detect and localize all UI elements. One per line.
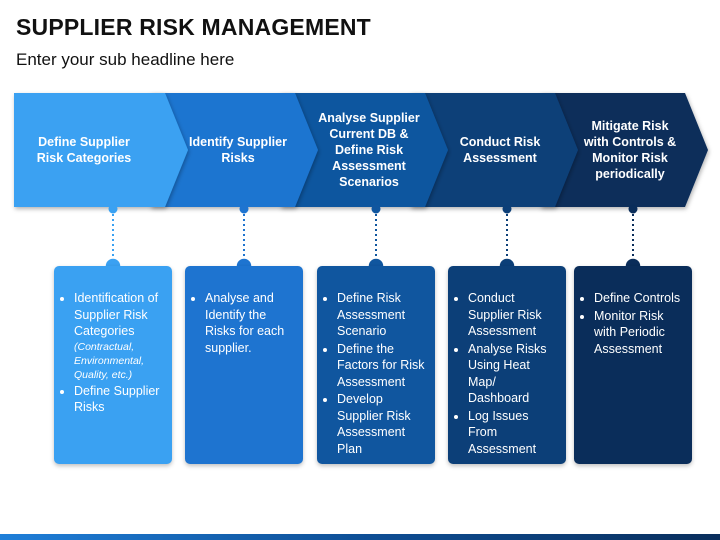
- detail-item: Define Controls: [594, 290, 684, 307]
- detail-item: Define Risk Assessment Scenario: [337, 290, 427, 340]
- chevron-step-3: [280, 93, 448, 207]
- chevron-step-1: [14, 93, 188, 207]
- step-4-label: Conduct Risk Assessment: [459, 135, 541, 165]
- step-1-label: Define Supplier Risk Categories: [36, 135, 132, 165]
- connector-1: [104, 204, 122, 275]
- connector-5: [624, 204, 642, 275]
- detail-item: Identification of Supplier Risk Categori…: [74, 290, 164, 382]
- step-5-detail-box: Define Controls Monitor Risk with Period…: [574, 266, 692, 464]
- step-3-detail-box: Define Risk Assessment Scenario Define t…: [317, 266, 435, 464]
- chevron-step-4: [410, 93, 578, 207]
- detail-item: Monitor Risk with Periodic Assessment: [594, 308, 684, 358]
- step-4-detail-box: Conduct Supplier Risk Assessment Analyse…: [448, 266, 566, 464]
- chevron-step-5: [540, 93, 708, 207]
- detail-item: Analyse and Identify the Risks for each …: [205, 290, 295, 356]
- page-title: SUPPLIER RISK MANAGEMENT: [16, 14, 371, 40]
- process-chevrons: [14, 93, 708, 275]
- detail-item: Conduct Supplier Risk Assessment: [468, 290, 558, 340]
- connector-3: [367, 204, 385, 275]
- detail-item: Analyse Risks Using Heat Map/ Dashboard: [468, 341, 558, 407]
- step-2-detail-box: Analyse and Identify the Risks for each …: [185, 266, 303, 464]
- page-subtitle: Enter your sub headline here: [16, 50, 235, 69]
- detail-item: Define Supplier Risks: [74, 383, 164, 416]
- detail-note: (Contractual, Environmental, Quality, et…: [74, 340, 145, 381]
- step-5-label: Mitigate Risk with Controls & Monitor Ri…: [583, 119, 677, 181]
- detail-item: Develop Supplier Risk Assessment Plan: [337, 391, 427, 457]
- detail-item: Log Issues From Assessment: [468, 408, 558, 458]
- chevron-step-2: [150, 93, 318, 207]
- step-3-label: Analyse Supplier Current DB & Define Ris…: [318, 111, 420, 189]
- connector-2: [235, 204, 253, 275]
- bottom-accent-bar: [0, 534, 720, 540]
- detail-item: Define the Factors for Risk Assessment: [337, 341, 427, 391]
- connector-4: [498, 204, 516, 275]
- step-2-label: Identify Supplier Risks: [189, 135, 287, 165]
- step-1-detail-box: Identification of Supplier Risk Categori…: [54, 266, 172, 464]
